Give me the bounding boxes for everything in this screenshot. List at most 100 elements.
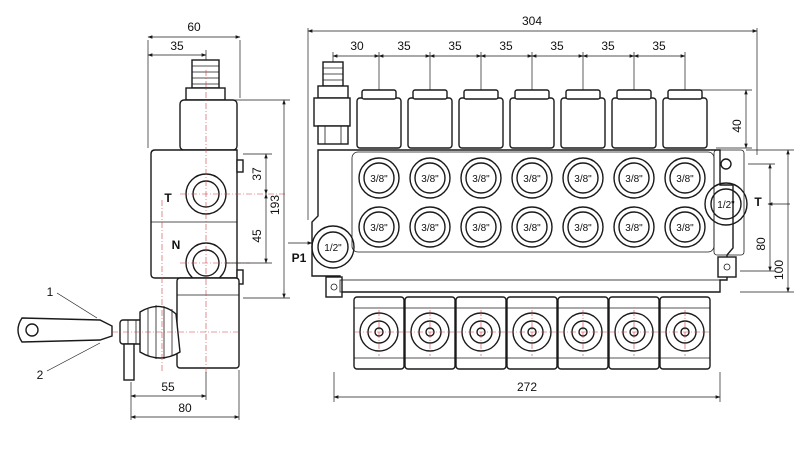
port-label-lower-7: 3/8" bbox=[676, 223, 694, 234]
port-label-lower-1: 3/8" bbox=[370, 223, 388, 234]
dim-right-height-100: 100 bbox=[772, 260, 786, 280]
port-upper-outer-1 bbox=[358, 157, 400, 199]
section-cap-top-4 bbox=[514, 89, 550, 100]
front-bottom-plate bbox=[339, 279, 721, 293]
dim-lever-length-55: 55 bbox=[161, 380, 175, 394]
dim-right-height-80: 80 bbox=[754, 237, 768, 251]
section-cap-top-5 bbox=[565, 89, 601, 100]
relief-hex bbox=[317, 125, 349, 145]
side-bolt-top bbox=[236, 159, 244, 173]
dim-side-height-37: 37 bbox=[250, 167, 264, 181]
section-cap-top-3 bbox=[463, 89, 499, 100]
dim-pitch-1: 35 bbox=[397, 39, 411, 53]
port-inlet-inner bbox=[317, 231, 349, 263]
port-label-upper-7: 3/8" bbox=[676, 174, 694, 185]
side-lever-eye bbox=[25, 323, 39, 337]
section-cap-top-7 bbox=[667, 89, 703, 100]
front-sections: 3/8" 3/8" 3/8" 3/8" 3/8" 3/8" 3/8" 3/8" 3/8" 3/8"… bbox=[353, 89, 711, 370]
port-label-lower-3: 3/8" bbox=[472, 223, 490, 234]
dim-front-width: 304 bbox=[522, 14, 542, 28]
label-tank-side: T bbox=[164, 191, 172, 205]
label-callout-2: 2 bbox=[37, 368, 44, 382]
port-upper-outer-5 bbox=[562, 157, 604, 199]
label-callout-1: 1 bbox=[47, 285, 54, 299]
dim-top-height-40: 40 bbox=[730, 119, 744, 133]
port-label-lower-6: 3/8" bbox=[625, 223, 643, 234]
port-upper-inner-5 bbox=[567, 162, 599, 194]
port-upper-outer-2 bbox=[409, 157, 451, 199]
side-lever-arm bbox=[17, 317, 113, 343]
dim-pitch-first: 30 bbox=[350, 39, 364, 53]
mount-hole-right bbox=[723, 263, 731, 271]
dim-side-width: 60 bbox=[187, 20, 201, 34]
port-lower-outer-4 bbox=[511, 206, 553, 248]
port-label-lower-4: 3/8" bbox=[523, 223, 541, 234]
dim-side-height-45: 45 bbox=[250, 229, 264, 243]
port-lower-outer-7 bbox=[664, 206, 706, 248]
port-upper-outer-4 bbox=[511, 157, 553, 199]
section-cap-top-6 bbox=[616, 89, 652, 100]
dim-pitch-2: 35 bbox=[448, 39, 462, 53]
section-cap-top-2 bbox=[412, 89, 448, 100]
side-lever-pin bbox=[123, 343, 135, 381]
port-lower-inner-6 bbox=[618, 211, 650, 243]
port-upper-outer-6 bbox=[613, 157, 655, 199]
front-dimensions: 304 30 35 35 35 35 35 35 40 80 100 272 bbox=[307, 14, 794, 402]
dim-side-bottom-80: 80 bbox=[178, 401, 192, 415]
port-upper-inner-1 bbox=[363, 162, 395, 194]
mount-hole-left bbox=[330, 283, 338, 291]
relief-nut bbox=[317, 85, 349, 99]
front-end-plate bbox=[713, 149, 745, 256]
section-cap-7 bbox=[662, 97, 708, 149]
relief-body bbox=[313, 97, 351, 127]
side-bolt-bottom bbox=[236, 269, 244, 285]
port-label-inlet: 1/2" bbox=[324, 243, 342, 254]
section-cap-6 bbox=[611, 97, 657, 149]
port-label-outlet: 1/2" bbox=[717, 200, 735, 211]
port-lower-inner-1 bbox=[363, 211, 395, 243]
port-lower-outer-2 bbox=[409, 206, 451, 248]
port-lower-outer-5 bbox=[562, 206, 604, 248]
port-lower-inner-7 bbox=[669, 211, 701, 243]
callout-2-leader bbox=[46, 342, 101, 372]
port-upper-outer-3 bbox=[460, 157, 502, 199]
label-pressure-front: P1 bbox=[292, 251, 307, 265]
section-cap-3 bbox=[458, 97, 504, 149]
dim-pitch-5: 35 bbox=[601, 39, 615, 53]
dim-pitch-4: 35 bbox=[550, 39, 564, 53]
mount-foot-right bbox=[717, 256, 737, 278]
port-lower-inner-3 bbox=[465, 211, 497, 243]
port-label-upper-6: 3/8" bbox=[625, 174, 643, 185]
port-upper-inner-3 bbox=[465, 162, 497, 194]
port-upper-inner-4 bbox=[516, 162, 548, 194]
side-upper-block bbox=[179, 99, 238, 151]
section-cap-top-1 bbox=[361, 89, 397, 100]
port-upper-inner-7 bbox=[669, 162, 701, 194]
port-label-upper-1: 3/8" bbox=[370, 174, 388, 185]
port-lower-inner-2 bbox=[414, 211, 446, 243]
label-neutral-side: N bbox=[172, 238, 181, 252]
dim-pitch-3: 35 bbox=[499, 39, 513, 53]
end-plate-bolt bbox=[720, 158, 732, 170]
port-lower-inner-4 bbox=[516, 211, 548, 243]
dim-bottom-width: 272 bbox=[517, 380, 537, 394]
port-outlet-inner bbox=[710, 188, 742, 220]
port-inlet-outer bbox=[311, 225, 355, 269]
port-lower-outer-3 bbox=[460, 206, 502, 248]
port-outlet-outer bbox=[704, 182, 748, 226]
port-label-upper-2: 3/8" bbox=[421, 174, 439, 185]
callout-1-leader bbox=[56, 292, 98, 319]
dim-side-height-193: 193 bbox=[268, 195, 282, 215]
side-lower-body bbox=[176, 277, 240, 369]
front-view: 3/8" 3/8" 3/8" 3/8" 3/8" 3/8" 3/8" 3/8" 3/8" 3/8"… bbox=[311, 61, 748, 370]
front-main-body bbox=[311, 149, 734, 293]
port-lower-inner-5 bbox=[567, 211, 599, 243]
section-cap-1 bbox=[356, 97, 402, 149]
mount-foot-left bbox=[325, 276, 343, 298]
port-upper-inner-6 bbox=[618, 162, 650, 194]
dim-pitch-6: 35 bbox=[652, 39, 666, 53]
port-lower-outer-6 bbox=[613, 206, 655, 248]
port-label-lower-5: 3/8" bbox=[574, 223, 592, 234]
section-cap-2 bbox=[407, 97, 453, 149]
